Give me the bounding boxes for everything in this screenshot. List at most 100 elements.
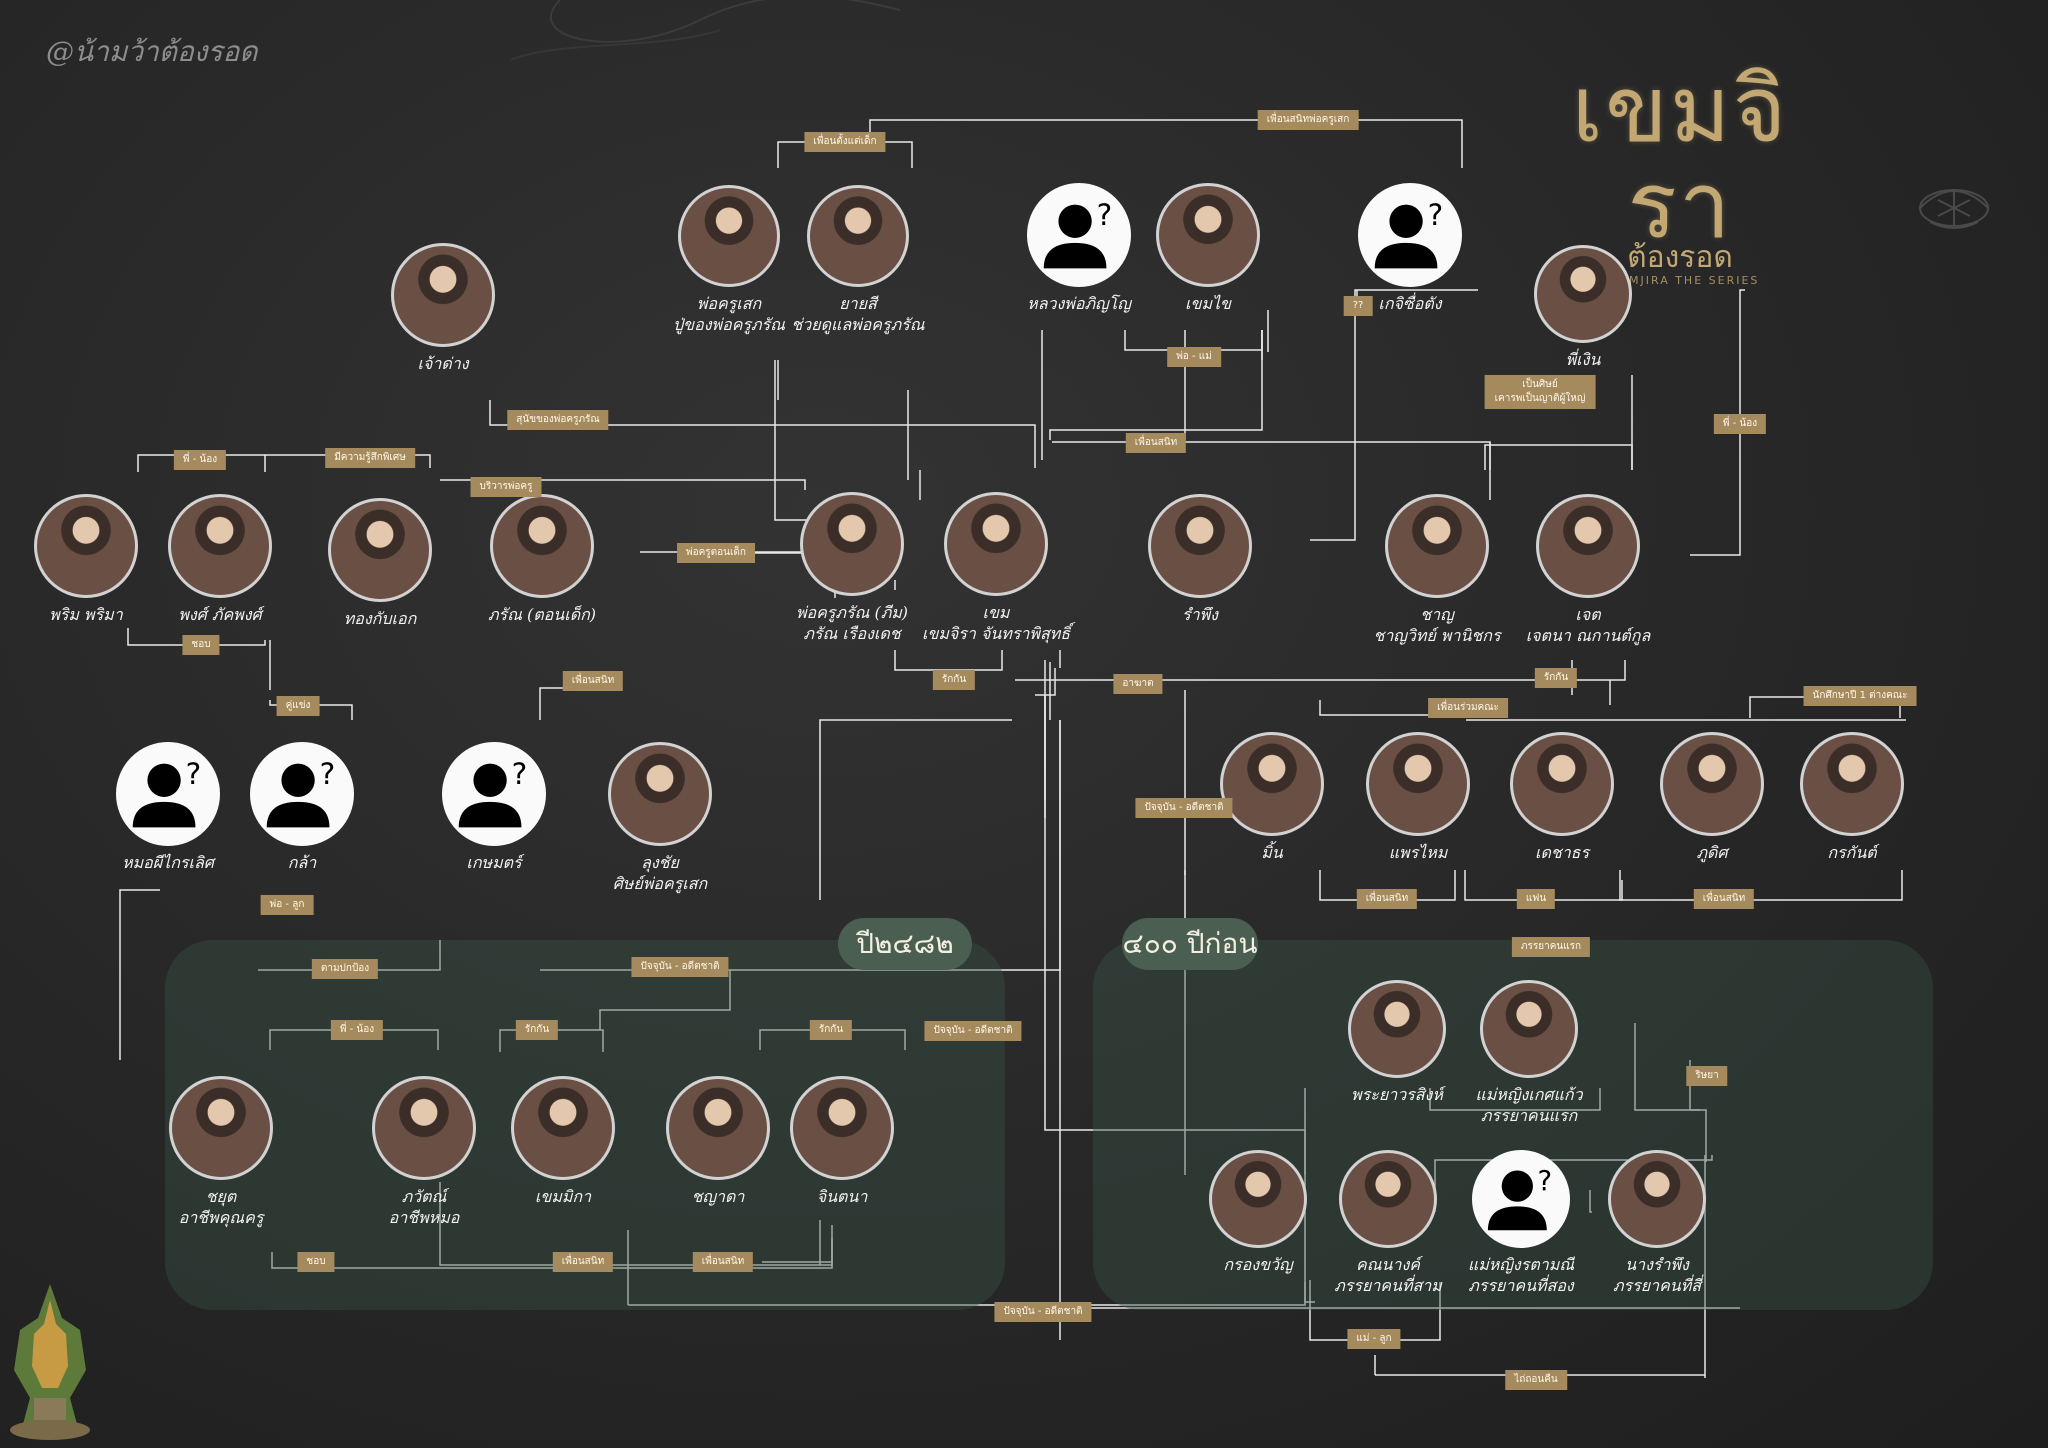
- logo-title: เขมจิรา: [1571, 56, 1789, 259]
- relation-tag-partner: คู่แข่ง: [276, 696, 320, 716]
- relation-tag-qq: ??: [1343, 296, 1373, 316]
- character-node-phra-yao: พระยาวรสิงห์: [1297, 980, 1497, 1105]
- character-node-jet: เจตเจตนา ณกานต์กูล: [1488, 494, 1688, 646]
- character-name: ภูดิศ: [1696, 843, 1728, 862]
- character-name: เจ้าด่าง: [417, 354, 469, 373]
- era-label-2482: ปี๒๔๘๒: [838, 918, 972, 970]
- character-node-thong: ทองกับเอก: [280, 498, 480, 629]
- character-node-lung-chai: ลุงชัยศิษย์พ่อครูเสก: [560, 742, 760, 894]
- character-name: เขม: [982, 603, 1010, 622]
- character-name: ยายสี: [839, 294, 877, 313]
- character-name: ชยุต: [205, 1187, 237, 1206]
- avatar: [1148, 494, 1252, 598]
- character-name: เดชาธร: [1534, 843, 1590, 862]
- character-name: เกษมตร์: [466, 853, 522, 872]
- relation-tag-jealous: ริษยา: [1686, 1066, 1728, 1086]
- character-name: กรองขวัญ: [1223, 1255, 1293, 1274]
- character-name: หลวงพ่อภิญโญ: [1027, 294, 1131, 313]
- relation-tag-student-1: เป็นศิษย์เคารพเป็นญาติผู้ใหญ่: [1484, 375, 1596, 409]
- relation-tag-enemy: อาฆาต: [1113, 674, 1163, 694]
- svg-text:?: ?: [1097, 198, 1113, 232]
- logo-subtitle: ต้องรอด: [1627, 240, 1733, 275]
- character-node-prim: พริม พริมา: [0, 494, 186, 625]
- character-note: ภรรยาคนแรก: [1480, 1106, 1578, 1125]
- unknown-person-icon: ?: [250, 742, 354, 846]
- logo-english: KHEMJIRA THE SERIES: [1600, 274, 1760, 287]
- character-name: ชาญ: [1420, 605, 1454, 624]
- character-note: ภรัณ เรืองเดช: [803, 624, 901, 643]
- character-node-ket-sue: ? เกจิซื่อตัง: [1310, 183, 1510, 314]
- era-label-400-years: ๔๐๐ ปีก่อน: [1122, 918, 1258, 970]
- character-note: อาชีพหมอ: [388, 1208, 460, 1227]
- unknown-person-icon: ?: [1358, 183, 1462, 287]
- watermark: @น้ามว้าต้องรอด: [46, 35, 258, 68]
- character-name: เกจิซื่อตัง: [1378, 294, 1442, 313]
- relation-tag-love-2: รักกัน: [1534, 668, 1578, 688]
- character-note: ปู่ของพ่อครูภรัณ: [673, 315, 785, 334]
- character-node-yai-si: ยายสีช่วยดูแลพ่อครูภรัณ: [758, 185, 958, 335]
- relation-tag-reincarnate-3: ปัจจุบัน - อดีตชาติ: [924, 1021, 1022, 1041]
- relation-tag-love-4: รักกัน: [809, 1020, 853, 1040]
- character-node-khem-chai: เขมไข: [1108, 183, 1308, 314]
- character-name: พระยาวรสิงห์: [1351, 1085, 1443, 1104]
- svg-text:?: ?: [1428, 198, 1444, 232]
- character-name: มิ้น: [1261, 843, 1283, 862]
- character-node-mae-ying-ket: แม่หญิงเกศแก้วภรรยาคนแรก: [1429, 980, 1629, 1126]
- relation-tag-close-friends-2: เพื่อนสนิท: [562, 671, 624, 691]
- relation-tag-servant: บริวารพ่อครู: [470, 477, 542, 497]
- avatar: [372, 1076, 476, 1180]
- character-name: ลุงชัย: [641, 853, 679, 872]
- svg-text:?: ?: [186, 757, 202, 791]
- character-name: รำพึง: [1182, 605, 1218, 624]
- character-name: เจต: [1575, 605, 1601, 624]
- character-node-por-kru-pharan: พ่อครูภรัณ (ภีม) ภรัณ เรืองเดช: [752, 492, 952, 644]
- character-node-kasem: ?เกษมตร์: [394, 742, 594, 873]
- avatar: [1660, 732, 1764, 836]
- avatar: [1480, 980, 1578, 1078]
- character-node-chan: ชาญชาญวิทย์ พานิชกร: [1337, 494, 1537, 646]
- avatar: [944, 492, 1048, 596]
- relation-tag-first-year: นักศึกษาปี 1 ต่างคณะ: [1803, 686, 1917, 706]
- character-name: พ่อครูภรัณ (ภีม): [795, 603, 909, 622]
- character-name: พริม พริมา: [49, 605, 123, 624]
- character-note: ภรรยาคนที่สาม: [1334, 1276, 1442, 1295]
- character-note: เขมจิรา จันทราพิสุทธิ์: [921, 624, 1071, 643]
- avatar: [1209, 1150, 1307, 1248]
- relation-tag-close-friends-3: เพื่อนสนิท: [1356, 889, 1418, 909]
- character-name: แพรไหม: [1388, 843, 1448, 862]
- character-node-praew: แพรไหม: [1318, 732, 1518, 863]
- unknown-person-icon: ?: [1472, 1150, 1570, 1248]
- character-node-khem: เขมเขมจิรา จันทราพิสุทธิ์: [896, 492, 1096, 644]
- relation-tag-father-son: พ่อ - ลูก: [260, 895, 314, 915]
- character-note: ภรรยาคนที่สี่: [1612, 1276, 1702, 1295]
- avatar: [490, 494, 594, 598]
- relation-tag-close-friends-5: เพื่อนสนิท: [552, 1252, 614, 1272]
- relation-tag-siblings-2: พี่ - น้อง: [1713, 414, 1767, 434]
- character-node-korakan: กรกันต์: [1752, 732, 1952, 863]
- character-note: อาชีพคุณครู: [178, 1208, 264, 1227]
- character-note: ภรรยาคนที่สอง: [1468, 1276, 1574, 1295]
- relation-tag-reincarnate-1: ปัจจุบัน - อดีตชาติ: [1135, 798, 1233, 818]
- avatar: [807, 185, 909, 287]
- avatar: [1220, 732, 1324, 836]
- avatar: [1339, 1150, 1437, 1248]
- character-node-khemika: เขมมิกา: [463, 1076, 663, 1207]
- character-node-por-kru-sek: พ่อครูเสกปู่ของพ่อครูภรัณ: [629, 185, 829, 335]
- avatar: [169, 1076, 273, 1180]
- avatar: [1366, 732, 1470, 836]
- character-node-khon-nang: คณนางค์ภรรยาคนที่สาม: [1288, 1150, 1488, 1296]
- character-name: ภวัตณ์: [401, 1187, 447, 1206]
- relation-tag-reincarnate-4: ปัจจุบัน - อดีตชาติ: [994, 1302, 1092, 1322]
- relation-tag-reincarnate-2: ปัจจุบัน - อดีตชาติ: [631, 957, 729, 977]
- character-name: พี่เงิน: [1565, 350, 1601, 369]
- avatar: [790, 1076, 894, 1180]
- character-node-kla: ?กล้า: [202, 742, 402, 873]
- naga-statue-icon: [10, 1284, 90, 1440]
- avatar: [800, 492, 904, 596]
- relation-tag-line: เคารพเป็นญาติผู้ใหญ่: [1494, 393, 1586, 404]
- relation-tag-siblings-3: พี่ - น้อง: [330, 1020, 384, 1040]
- avatar: [511, 1076, 615, 1180]
- character-node-luang-por: ? หลวงพ่อภิญโญ: [979, 183, 1179, 314]
- series-logo: เขมจิรา ต้องรอด KHEMJIRA THE SERIES: [1530, 56, 1830, 288]
